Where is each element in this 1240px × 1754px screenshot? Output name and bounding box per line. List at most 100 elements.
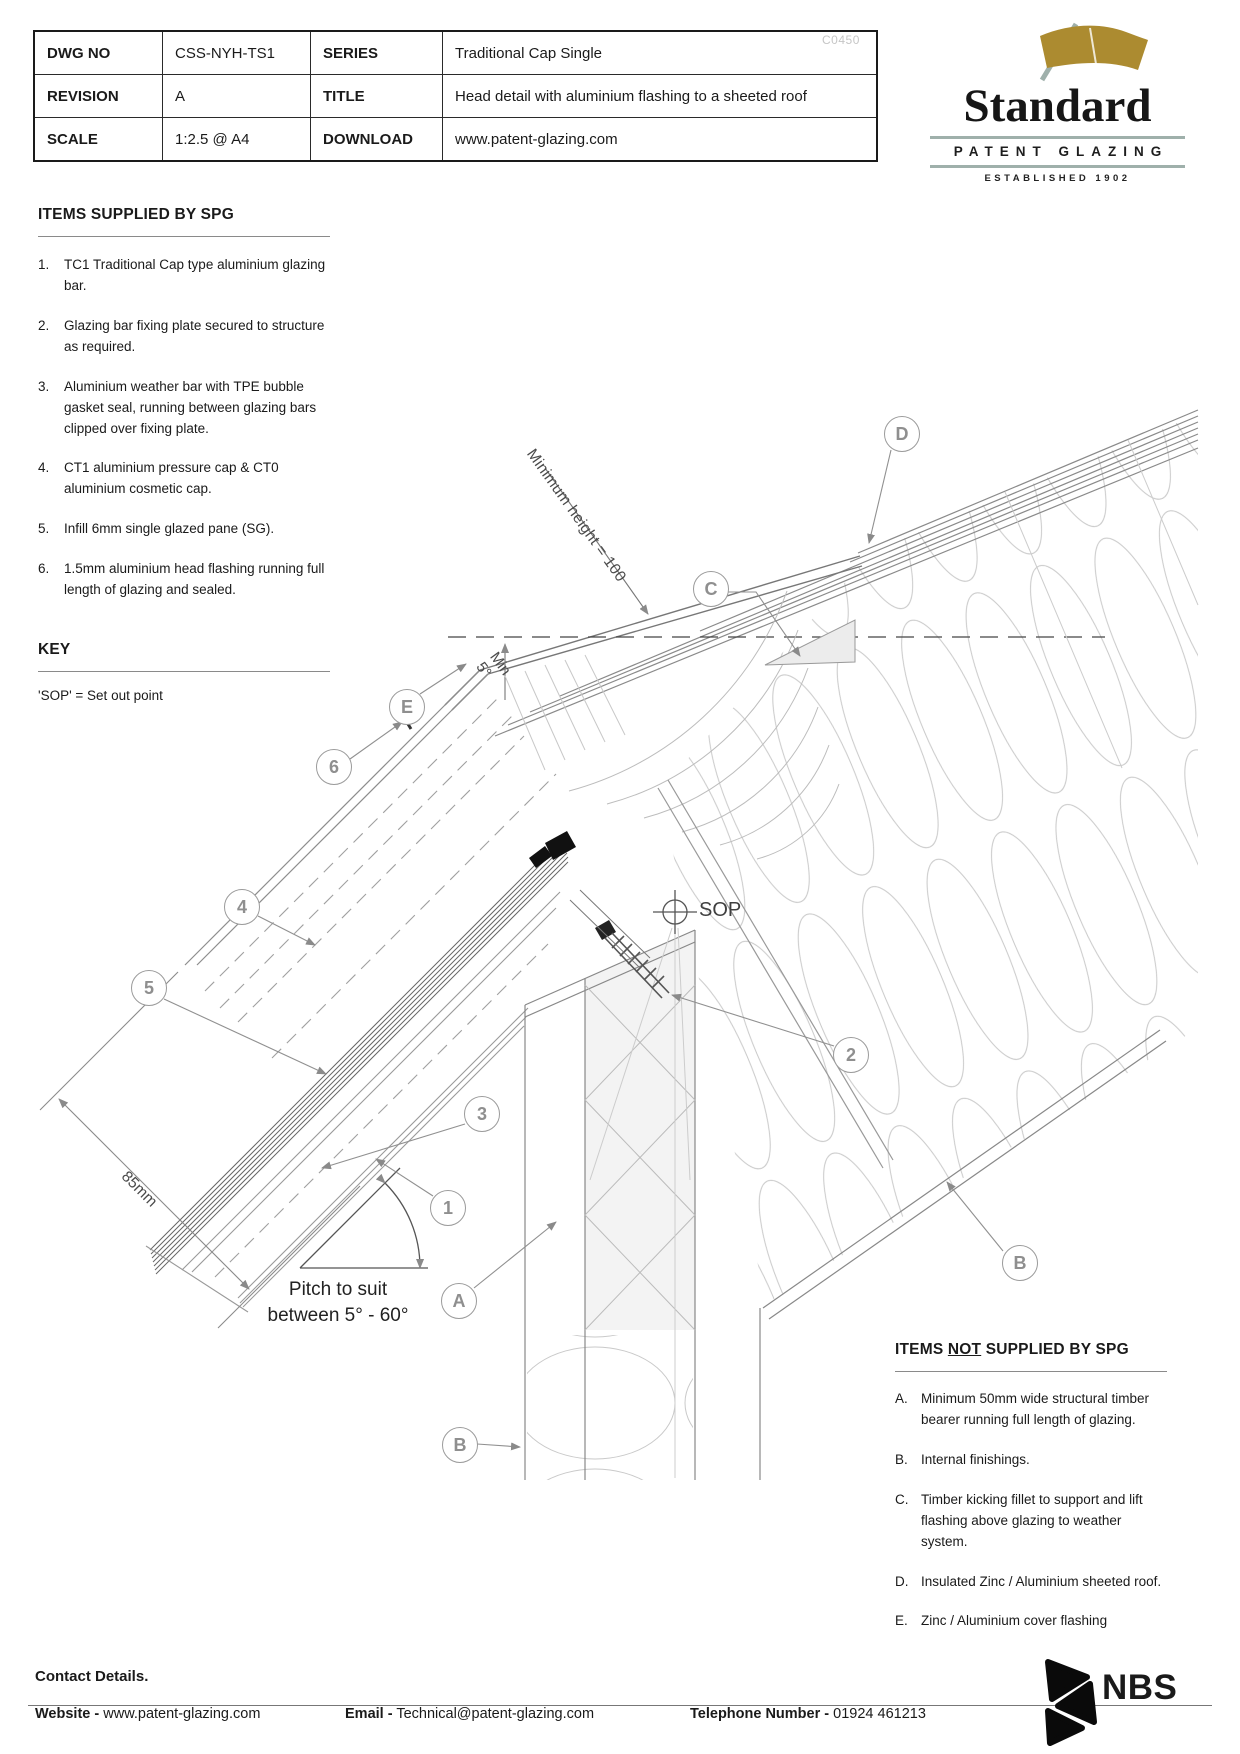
- key-text: 'SOP' = Set out point: [38, 688, 163, 703]
- nbs-logo-text: NBS: [1102, 1668, 1178, 1707]
- list-item: 3. Aluminium weather bar with TPE bubble…: [38, 378, 317, 436]
- dimension-85mm: [39, 971, 361, 1329]
- nbs-logo-icon: [1045, 1659, 1097, 1746]
- callout-C: C: [693, 571, 729, 607]
- list-item: C. Timber kicking fillet to support and …: [895, 1491, 1143, 1549]
- setout-construction-lines: [589, 439, 1199, 1478]
- footer-divider: [28, 1705, 1212, 1706]
- table-row: SCALE 1:2.5 @ A4 DOWNLOAD www.patent-gla…: [33, 117, 878, 162]
- callout-B-bottom: B: [442, 1427, 478, 1463]
- wall-insulation-hatch: [527, 1335, 693, 1480]
- email-contact: Email - Technical@patent-glazing.com: [345, 1706, 594, 1722]
- key-heading: KEY: [38, 641, 71, 658]
- fixing-plate-lines: [569, 889, 651, 969]
- phone-value: 01924 461213: [833, 1706, 926, 1722]
- key-section: KEY 'SOP' = Set out point: [38, 641, 330, 703]
- download-label: DOWNLOAD: [310, 117, 443, 162]
- sop-symbol: [653, 890, 697, 934]
- internal-finish-lines: [762, 1029, 1167, 1320]
- series-label: SERIES: [310, 30, 443, 75]
- list-item: 4. CT1 aluminium pressure cap & CT0 alum…: [38, 460, 279, 497]
- callout-A: A: [441, 1283, 477, 1319]
- fan-hatch-lines: [504, 654, 626, 771]
- pitch-note-line2: between 5° - 60°: [267, 1304, 409, 1326]
- wall-lines: [524, 929, 761, 1480]
- callout-E: E: [389, 689, 425, 725]
- contact-details-heading: Contact Details.: [35, 1668, 149, 1685]
- callout-D: D: [884, 416, 920, 452]
- download-value: www.patent-glazing.com: [442, 117, 878, 162]
- gasket-seal-2: [529, 846, 552, 868]
- logo-subtitle: PATENT GLAZING: [953, 144, 1169, 159]
- pitch-note: Pitch to suit between 5° - 60°: [248, 1277, 428, 1328]
- callout-leaders: [163, 449, 1004, 1451]
- drawing-ref-code: C0450: [822, 33, 860, 47]
- phone-label: Telephone Number: [690, 1706, 821, 1722]
- list-item: 1. TC1 Traditional Cap type aluminium gl…: [38, 257, 326, 293]
- revision-value: A: [162, 74, 311, 118]
- separator: -: [824, 1706, 830, 1722]
- list-item: 2. Glazing bar fixing plate secured to s…: [38, 317, 325, 354]
- list-item: A. Minimum 50mm wide structural timber b…: [895, 1391, 1150, 1427]
- items-not-supplied-section: ITEMS NOT SUPPLIED BY SPG A. Minimum 50m…: [895, 1341, 1167, 1651]
- items-not-supplied-heading: ITEMS NOT SUPPLIED BY SPG: [895, 1341, 1129, 1358]
- timber-strip-fill: [585, 930, 695, 1330]
- callout-1: 1: [430, 1190, 466, 1226]
- rafter-lines: [657, 779, 894, 1169]
- logo-established: ESTABLISHED 1902: [984, 173, 1131, 184]
- website-value: www.patent-glazing.com: [103, 1706, 261, 1722]
- logo-divider: [930, 165, 1185, 168]
- callout-B-right: B: [1002, 1245, 1038, 1281]
- dwg-no-label: DWG NO: [33, 30, 163, 75]
- callout-6: 6: [316, 749, 352, 785]
- phone-contact: Telephone Number - 01924 461213: [690, 1706, 926, 1722]
- dwg-no-value: CSS-NYH-TS1: [162, 30, 311, 75]
- hidden-lines: [204, 695, 557, 1278]
- flag-icon: [1039, 22, 1148, 82]
- sheeted-roof-lines: [494, 409, 1199, 737]
- section-divider: [38, 236, 330, 237]
- scale-label: SCALE: [33, 117, 163, 162]
- list-item: 6. 1.5mm aluminium head flashing running…: [38, 561, 325, 598]
- table-row: REVISION A TITLE Head detail with alumin…: [33, 74, 878, 118]
- kicking-fillet: [764, 619, 856, 666]
- logo-divider: [930, 136, 1185, 139]
- screw-head: [595, 920, 616, 940]
- timber-cross-bracing: [584, 984, 696, 1331]
- separator: -: [387, 1706, 393, 1722]
- callout-5: 5: [131, 970, 167, 1006]
- table-row: DWG NO CSS-NYH-TS1 SERIES Traditional Ca…: [33, 30, 878, 75]
- pitch-angle-figure: [299, 1167, 428, 1269]
- sop-label: SOP: [699, 899, 742, 921]
- title-label: TITLE: [310, 74, 443, 118]
- glazing-bar-lines: [145, 891, 561, 1313]
- separator: -: [94, 1706, 100, 1722]
- roof-insulation-hatch: [660, 414, 1198, 1304]
- title-value: Head detail with aluminium flashing to a…: [442, 74, 878, 118]
- list-item: E. Zinc / Aluminium cover flashing: [895, 1613, 1108, 1629]
- website-contact: Website - www.patent-glazing.com: [35, 1706, 260, 1722]
- pitch-note-line1: Pitch to suit: [288, 1279, 388, 1300]
- items-supplied-heading: ITEMS SUPPLIED BY SPG: [38, 206, 234, 223]
- email-label: Email: [345, 1706, 384, 1722]
- email-value: Technical@patent-glazing.com: [396, 1706, 595, 1722]
- website-label: Website: [35, 1706, 91, 1722]
- revision-label: REVISION: [33, 74, 163, 118]
- list-item: 5. Infill 6mm single glazed pane (SG).: [38, 521, 275, 537]
- section-divider: [38, 671, 330, 672]
- pressure-cap-lines: [149, 833, 569, 1275]
- gasket-seal: [545, 831, 576, 860]
- series-value: Traditional Cap Single: [442, 30, 878, 75]
- callout-4: 4: [224, 889, 260, 925]
- section-divider: [895, 1371, 1167, 1372]
- fixing-screw: [604, 932, 670, 999]
- min-height-leader: [544, 467, 649, 615]
- title-block: DWG NO CSS-NYH-TS1 SERIES Traditional Ca…: [33, 30, 878, 162]
- callout-3: 3: [464, 1096, 500, 1132]
- logo-wordmark: Standard: [963, 80, 1152, 132]
- list-item: D. Insulated Zinc / Aluminium sheeted ro…: [895, 1573, 1162, 1589]
- list-item: B. Internal finishings.: [895, 1451, 1030, 1467]
- company-logo: Standard PATENT GLAZING ESTABLISHED 1902: [930, 20, 1185, 184]
- callout-2: 2: [833, 1037, 869, 1073]
